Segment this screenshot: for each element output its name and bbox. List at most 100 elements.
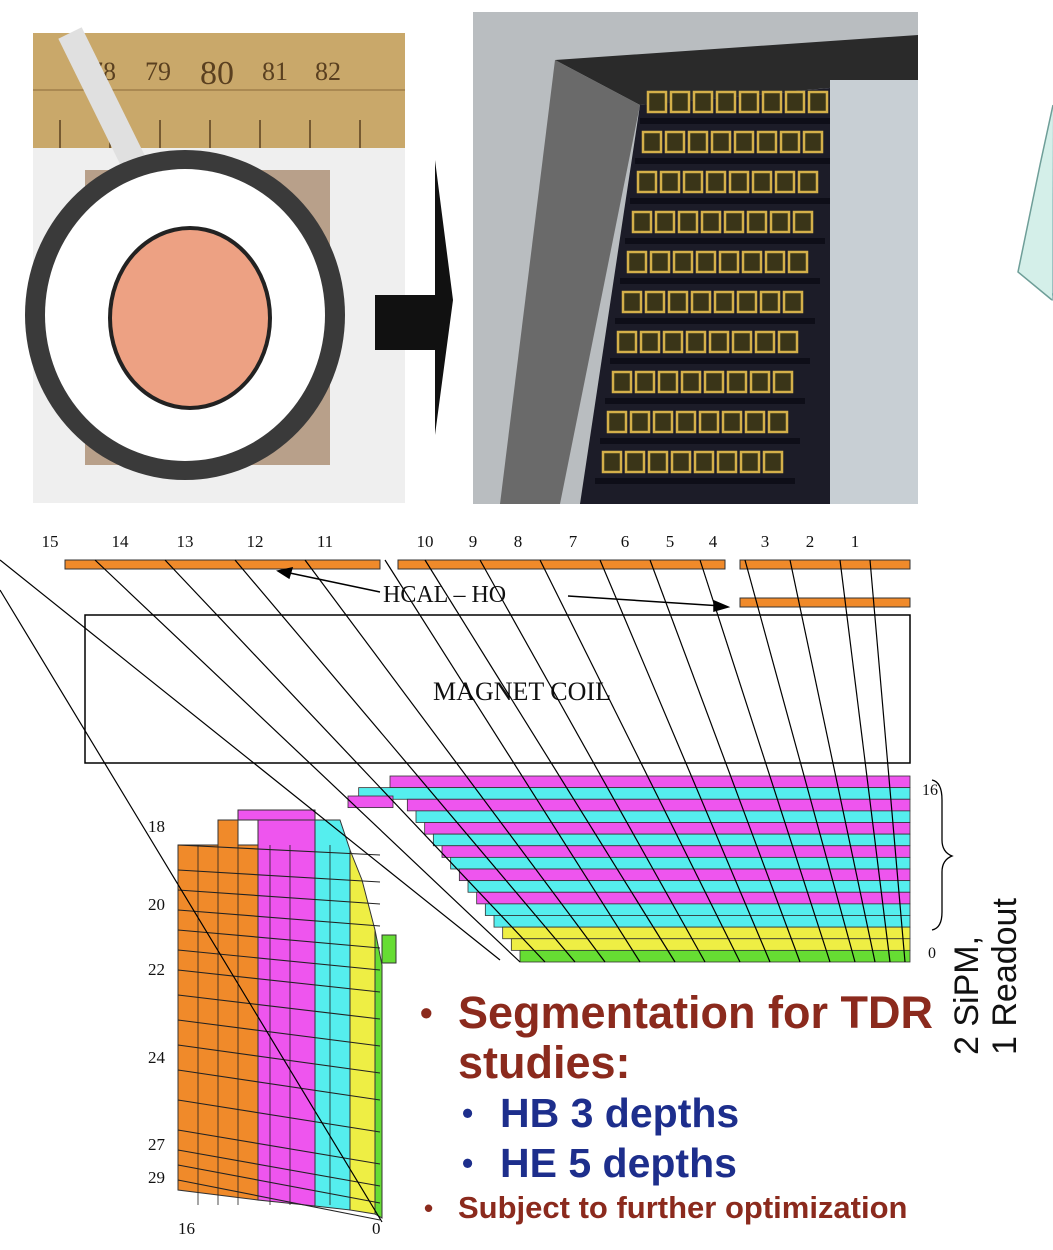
sipm-cell — [659, 170, 681, 194]
sipm-cell — [698, 410, 720, 434]
tower-number: 5 — [666, 532, 675, 551]
sipm-cell — [756, 130, 778, 154]
ruler-mark: 80 — [200, 55, 234, 92]
tower-line — [839, 559, 891, 963]
bullet-hb: HB 3 depths — [412, 1088, 1052, 1138]
sipm-cell — [647, 450, 669, 474]
ho-strip — [64, 559, 381, 570]
he-segment — [374, 929, 383, 1219]
sipm-cell — [754, 330, 776, 354]
ho-strip — [397, 559, 726, 570]
he-label: 29 — [148, 1168, 165, 1187]
sipm-cell — [784, 90, 806, 114]
sipm-cell — [792, 210, 814, 234]
tower-line — [94, 559, 521, 963]
hb-band — [476, 891, 911, 905]
he-label: 0 — [372, 1219, 381, 1238]
sipm-cell — [777, 330, 799, 354]
tower-line — [164, 559, 546, 963]
he-row-line — [177, 1149, 381, 1187]
sipm-cell — [675, 410, 697, 434]
sipm-cell — [639, 330, 661, 354]
sipm-cell — [693, 450, 715, 474]
he-label: 22 — [148, 960, 165, 979]
hb-label-top: 16 — [922, 782, 938, 799]
he-row-line — [177, 969, 381, 993]
sipm-strip — [595, 478, 795, 484]
hb-band — [415, 810, 911, 823]
sipm-cell — [669, 90, 691, 114]
he-row-line — [177, 1019, 381, 1047]
he-row-line — [177, 1069, 381, 1101]
sipm-cell — [716, 450, 738, 474]
tower-line — [744, 559, 856, 963]
he-row-line — [177, 929, 381, 949]
sipm-cell — [731, 330, 753, 354]
sipm-strip — [620, 278, 820, 284]
he-row-line — [177, 1179, 381, 1221]
he-row-line — [177, 889, 381, 905]
sipm-cell — [761, 90, 783, 114]
sipm-cell — [764, 250, 786, 274]
sipm-strip — [605, 398, 805, 404]
tower-number: 15 — [42, 532, 59, 551]
sipm-cell — [713, 290, 735, 314]
tower-number: 4 — [709, 532, 718, 551]
tower-line — [304, 559, 606, 963]
sipm-cell — [692, 90, 714, 114]
tower-number: 3 — [761, 532, 770, 551]
tower-number: 8 — [514, 532, 523, 551]
sipm-cell — [715, 90, 737, 114]
he-row-line — [177, 1164, 381, 1204]
tower-line — [649, 559, 801, 963]
he-row-line — [177, 949, 381, 971]
sipm-cell — [687, 130, 709, 154]
photodetector-photo: 78 79 80 81 82 — [25, 27, 405, 503]
sipm-cell — [616, 330, 638, 354]
sipm-strip — [630, 198, 830, 204]
sipm-cell — [626, 250, 648, 274]
sipm-cell — [710, 130, 732, 154]
he-label: 18 — [148, 817, 165, 836]
hb-band — [493, 915, 911, 928]
sipm-cell — [782, 290, 804, 314]
hb-barrel — [347, 775, 911, 963]
sipm-strip — [635, 158, 835, 164]
sipm-cell — [774, 170, 796, 194]
he-row-line — [177, 1129, 381, 1165]
sipm-cell — [738, 90, 760, 114]
sipm-array-photo — [473, 12, 918, 504]
hb-band — [467, 880, 911, 893]
he-tab — [381, 934, 397, 964]
tower-line — [789, 559, 876, 963]
sipm-cell — [762, 450, 784, 474]
sipm-strip — [600, 438, 800, 444]
tower-line — [479, 559, 706, 963]
hb-band — [519, 949, 911, 963]
sipm-cell — [779, 130, 801, 154]
he-label: 16 — [178, 1219, 195, 1238]
tower-lines — [0, 559, 906, 1223]
sipm-cell — [606, 410, 628, 434]
he-row-line — [177, 1099, 381, 1133]
sipm-cell — [802, 130, 824, 154]
he-row-line — [177, 844, 381, 856]
sipm-cell — [601, 450, 623, 474]
he-row-line — [177, 994, 381, 1020]
sipm-cell — [690, 290, 712, 314]
tower-number: 7 — [569, 532, 578, 551]
sipm-cell — [797, 170, 819, 194]
sipm-cell — [649, 250, 671, 274]
sipm-cell — [739, 450, 761, 474]
tower-number: 13 — [177, 532, 194, 551]
sipm-cell — [726, 370, 748, 394]
tower-number: 11 — [317, 532, 333, 551]
sipm-cell — [667, 290, 689, 314]
sipm-cell — [662, 330, 684, 354]
he-row-line — [177, 869, 381, 883]
sipm-cell — [695, 250, 717, 274]
sipm-cell — [744, 410, 766, 434]
sipm-strip — [625, 238, 825, 244]
